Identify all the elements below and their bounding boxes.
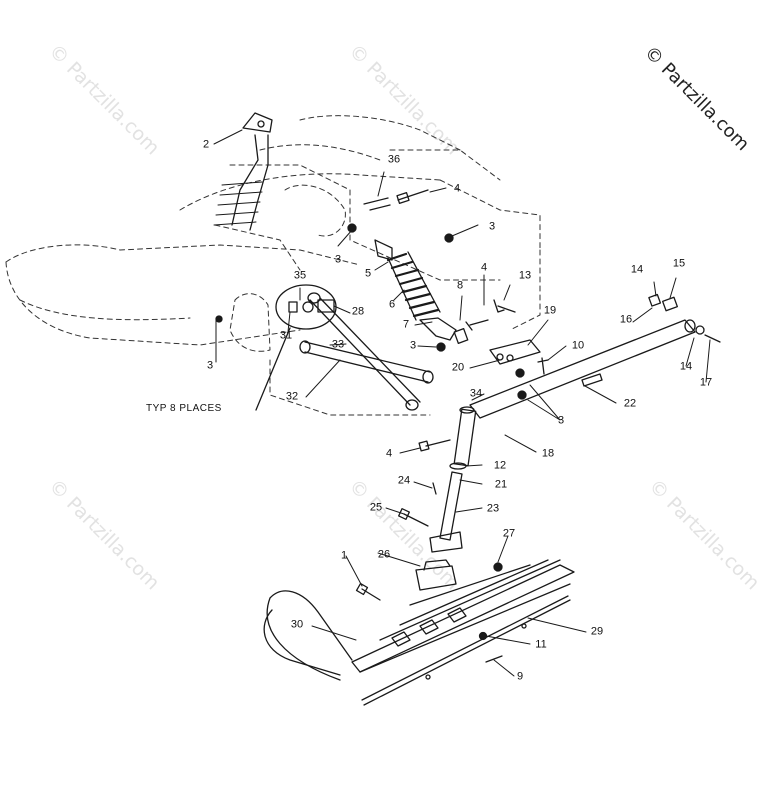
callout-2: 2 (202, 138, 210, 151)
part-3-nuts (215, 223, 527, 641)
callout-4-upper: 4 (453, 182, 461, 195)
callout-10: 10 (571, 339, 585, 352)
part-4-bolt-upper (396, 189, 429, 204)
leader-lines (213, 129, 711, 677)
callout-5: 5 (364, 267, 372, 280)
part-13-bolt (493, 299, 516, 313)
callout-1: 1 (340, 549, 348, 562)
callout-9: 9 (516, 670, 524, 683)
callout-14-lower: 14 (679, 360, 693, 373)
callout-22: 22 (623, 397, 637, 410)
part-30-ski (263, 559, 575, 681)
callout-33: 33 (331, 338, 345, 351)
callout-7: 7 (402, 318, 410, 331)
callout-30: 30 (290, 618, 304, 631)
mount-spring-coils (213, 181, 263, 226)
callout-21: 21 (494, 478, 508, 491)
callout-3-right: 3 (557, 414, 565, 427)
part-25-bolt (398, 508, 429, 527)
callout-31: 31 (279, 329, 293, 342)
part-2-bracket (231, 112, 273, 231)
callout-12: 12 (493, 459, 507, 472)
callout-19: 19 (543, 304, 557, 317)
callout-36: 36 (387, 153, 401, 166)
part-36-bolt (363, 197, 391, 211)
part-6-shock-absorber (374, 239, 469, 344)
part-10-bolt (537, 357, 549, 375)
callout-4-mid: 4 (480, 261, 488, 274)
callout-3-mid: 3 (409, 339, 417, 352)
callout-11: 11 (535, 638, 547, 651)
callout-18: 18 (541, 447, 555, 460)
callout-20: 20 (451, 361, 465, 374)
callout-6: 6 (388, 298, 396, 311)
part-9-bolt (485, 655, 503, 663)
part-32-radius-rod (307, 292, 421, 411)
callout-28: 28 (351, 305, 365, 318)
part-18-spindle (453, 406, 477, 467)
typ-8-places-note: TYP 8 PLACES (146, 403, 222, 414)
part-24-pin (432, 482, 437, 495)
callout-23: 23 (486, 502, 500, 515)
callout-26: 26 (377, 548, 391, 561)
callout-15: 15 (672, 257, 686, 270)
part-33-radius-rod (299, 340, 434, 384)
part-26-ski-saddle (415, 559, 457, 591)
callout-8: 8 (456, 279, 464, 292)
callout-24: 24 (397, 474, 411, 487)
part-22-steering-arm (469, 319, 696, 419)
callout-25: 25 (369, 501, 383, 514)
part-4-bolt-mid (465, 319, 489, 331)
callout-14-upper: 14 (630, 263, 644, 276)
callout-34: 34 (469, 387, 483, 400)
callout-35: 35 (293, 269, 307, 282)
callout-4-lower: 4 (385, 447, 393, 460)
callout-32: 32 (285, 390, 299, 403)
part-23-spindle-lower (429, 471, 463, 553)
callout-16: 16 (619, 313, 633, 326)
callout-17: 17 (699, 376, 713, 389)
callout-29: 29 (590, 625, 604, 638)
part-14-15-16-tie-rod-end (648, 293, 721, 343)
callout-27: 27 (502, 527, 516, 540)
callout-3-upper-left: 3 (334, 253, 342, 266)
callout-13: 13 (518, 269, 532, 282)
callout-3-upper-right: 3 (488, 220, 496, 233)
callout-3-left: 3 (206, 359, 214, 372)
part-1-bolt (355, 582, 381, 601)
part-29-wear-bar (361, 595, 571, 706)
part-4-bolt-lower (418, 439, 451, 452)
